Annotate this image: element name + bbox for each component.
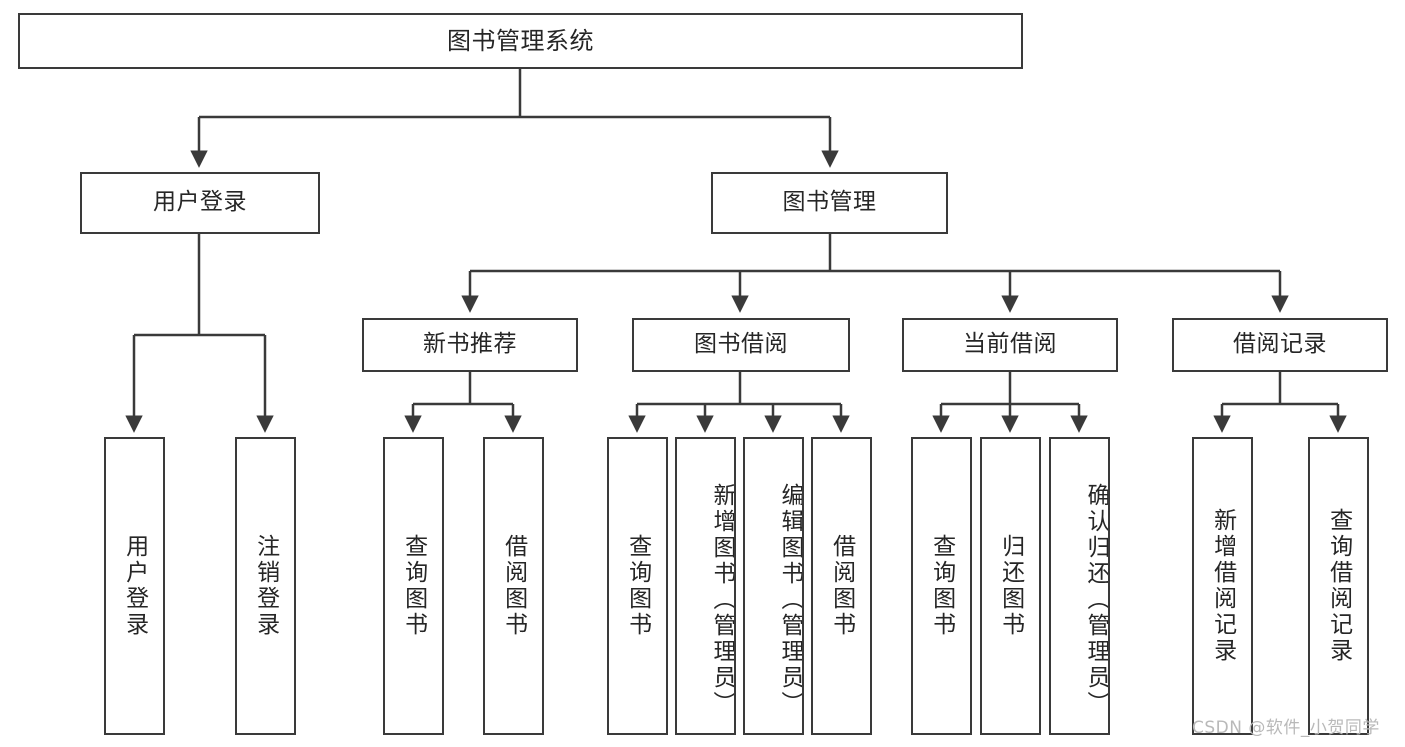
- node-new-book-recommend[interactable]: 新书推荐: [362, 318, 578, 372]
- leaf-book-borrow-query[interactable]: 查询图书: [607, 437, 668, 735]
- leaf-book-borrow-edit[interactable]: 编辑图书（管理员）: [743, 437, 804, 735]
- node-borrow-record[interactable]: 借阅记录: [1172, 318, 1388, 372]
- node-book-management[interactable]: 图书管理: [711, 172, 948, 234]
- leaf-current-borrow-return[interactable]: 归还图书: [980, 437, 1041, 735]
- leaf-new-book-query[interactable]: 查询图书: [383, 437, 444, 735]
- leaf-borrow-record-add[interactable]: 新增借阅记录: [1192, 437, 1253, 735]
- leaf-borrow-record-query[interactable]: 查询借阅记录: [1308, 437, 1369, 735]
- leaf-book-borrow-borrow[interactable]: 借阅图书: [811, 437, 872, 735]
- leaf-current-borrow-confirm-return[interactable]: 确认归还（管理员）: [1049, 437, 1110, 735]
- node-current-borrow[interactable]: 当前借阅: [902, 318, 1118, 372]
- node-book-borrow[interactable]: 图书借阅: [632, 318, 850, 372]
- leaf-current-borrow-query[interactable]: 查询图书: [911, 437, 972, 735]
- node-root-system[interactable]: 图书管理系统: [18, 13, 1023, 69]
- leaf-new-book-borrow[interactable]: 借阅图书: [483, 437, 544, 735]
- leaf-book-borrow-add[interactable]: 新增图书（管理员）: [675, 437, 736, 735]
- leaf-user-login-login[interactable]: 用户登录: [104, 437, 165, 735]
- leaf-user-login-logout[interactable]: 注销登录: [235, 437, 296, 735]
- node-user-login[interactable]: 用户登录: [80, 172, 320, 234]
